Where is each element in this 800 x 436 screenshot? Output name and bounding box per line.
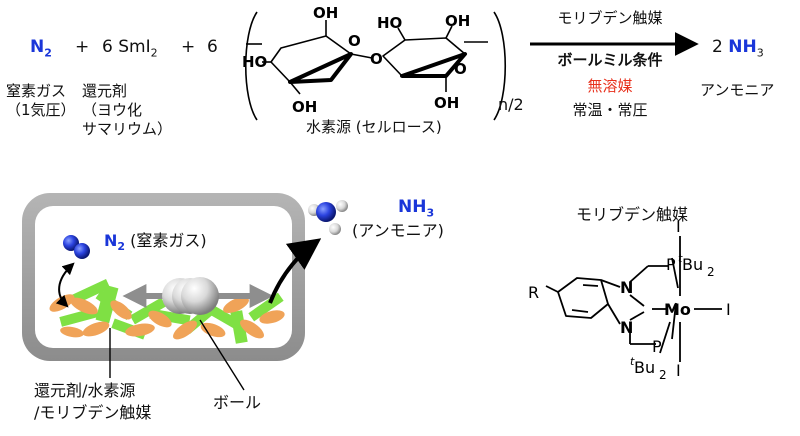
cellulose-caption: 水素源 (セルロース) <box>306 118 442 136</box>
ball-caption: ボール <box>213 393 262 412</box>
plus-sign-2: + <box>181 37 196 57</box>
catalyst-bu-lower-sub: 2 <box>659 368 667 382</box>
n2-reactant: N2 <box>30 37 52 60</box>
catalyst-t-lower: t <box>630 355 635 368</box>
smi2-caption-line-2: （ヨウ化 <box>82 101 143 119</box>
released-nh3-caption: (アンモニア) <box>352 221 444 240</box>
n2-approach-arrow <box>55 262 75 308</box>
n2-caption-line-2: （1気圧） <box>6 101 76 119</box>
n2-molecule <box>63 235 90 259</box>
atom-oh-3: OH <box>445 12 470 30</box>
nh3-product: 2 NH3 <box>712 37 764 60</box>
catalyst-bu-upper-sub: 2 <box>707 265 715 279</box>
n2-caption-line-1: 窒素ガス <box>6 82 67 100</box>
catalyst-r-label: R <box>528 283 539 302</box>
cellulose-atom-labels: OH HO OH O O HO OH O OH <box>242 4 470 116</box>
condition-ball-mill: ボールミル条件 <box>557 51 663 69</box>
product-caption: アンモニア <box>700 81 775 99</box>
reagents-caption: 還元剤/水素源 /モリブデン触媒 <box>34 381 152 422</box>
catalyst-p-upper: P <box>666 255 676 274</box>
atom-o-ring-1: O <box>348 32 361 50</box>
ball-pointer <box>199 319 245 391</box>
catalyst-i-right: I <box>726 300 731 319</box>
catalyst-atom-labels: R N N P t Bu 2 Mo I I I P t Bu 2 <box>528 217 731 382</box>
smi2-caption: 還元剤 （ヨウ化 サマリウム） <box>82 82 172 139</box>
milling-balls <box>162 277 219 315</box>
catalyst-i-top: I <box>676 217 681 236</box>
released-nh3-label: NH3 <box>398 197 435 220</box>
repeat-bracket-left <box>245 11 258 121</box>
atom-o-ring-2: O <box>454 60 467 78</box>
catalyst-mo: Mo <box>664 300 691 319</box>
catalyst-i-bottom: I <box>676 361 681 380</box>
catalyst-n-upper: N <box>620 278 633 297</box>
condition-temp-pressure: 常温・常圧 <box>572 101 648 119</box>
nh3-release-arrow <box>268 238 322 304</box>
atom-ho-2: HO <box>377 14 402 32</box>
vessel-n2-label: N2 (窒素ガス) <box>104 231 207 254</box>
atom-oh-1: OH <box>313 4 338 22</box>
repeat-bracket-right <box>493 11 506 121</box>
catalyst-p-lower: P <box>652 337 662 356</box>
smi2-reactant: 6 SmI2 <box>102 37 158 60</box>
smi2-caption-line-1: 還元剤 <box>82 82 128 100</box>
catalyst-bu-lower: Bu <box>634 358 655 377</box>
condition-catalyst: モリブデン触媒 <box>557 9 663 27</box>
nh3-molecule <box>308 200 348 235</box>
cellulose-structure <box>245 11 506 121</box>
condition-solvent-free: 無溶媒 <box>587 77 633 95</box>
catalyst-structure <box>545 236 722 362</box>
catalyst-t-upper: t <box>678 252 683 265</box>
atom-ho-1: HO <box>242 53 267 71</box>
atom-oh-4: OH <box>434 94 459 112</box>
repeat-count-label: n/2 <box>498 95 524 114</box>
catalyst-bu-upper: Bu <box>682 255 703 274</box>
plus-sign-1: + <box>75 37 90 57</box>
atom-oh-2: OH <box>292 98 317 116</box>
catalyst-title: モリブデン触媒 <box>576 205 689 224</box>
smi2-caption-line-3: サマリウム） <box>82 120 173 138</box>
catalyst-n-lower: N <box>620 318 633 337</box>
n2-caption: 窒素ガス （1気圧） <box>6 82 76 120</box>
atom-o-glycosidic: O <box>370 50 383 68</box>
cellulose-coefficient: 6 <box>207 37 218 57</box>
